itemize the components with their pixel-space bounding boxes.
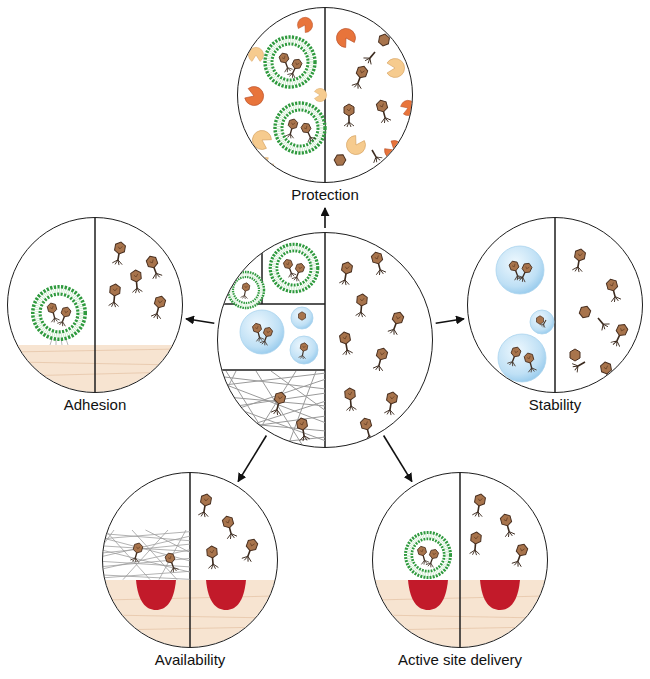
illustration-panel: Adhesion [7,217,183,414]
arrow-connector [238,436,266,482]
illustration-panel: Active site delivery [372,472,548,669]
arrow-connector [384,436,412,482]
arrow-connector [436,319,464,323]
panel-circle [467,217,643,393]
illustration-panel [217,232,433,448]
arrow-connector [324,208,326,228]
panel-circle [237,7,413,183]
panel-label: Active site delivery [372,651,548,669]
illustration-panel: Protection [237,7,413,204]
illustration-panel: Stability [467,217,643,414]
panel-circle [7,217,183,393]
panel-label: Stability [467,396,643,414]
panel-circle [102,472,278,648]
panel-label: Availability [102,651,278,669]
panel-label: Protection [237,186,413,204]
panel-label: Adhesion [7,396,183,414]
illustration-panel: Availability [102,472,278,669]
arrow-connector [186,319,214,323]
panel-circle [372,472,548,648]
panel-circle [217,232,433,448]
